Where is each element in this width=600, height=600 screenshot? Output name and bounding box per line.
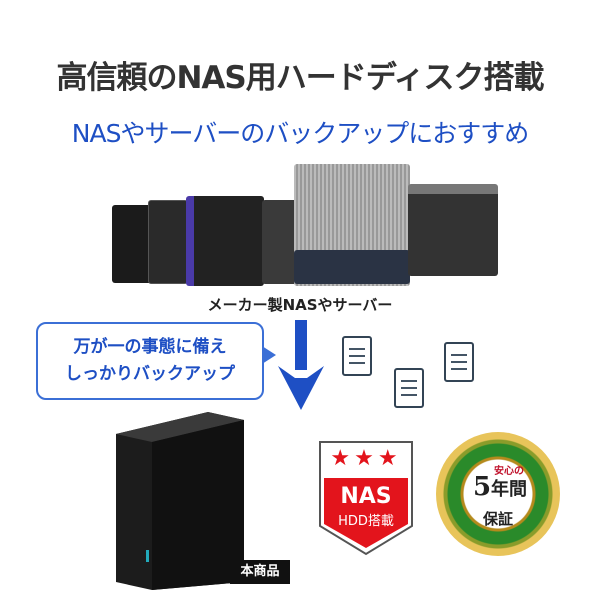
- document-icon: [394, 368, 424, 408]
- document-icon: [444, 342, 474, 382]
- page-title: 高信頼のNAS用ハードディスク搭載: [56, 60, 544, 96]
- nas-badge-main: NAS: [340, 484, 392, 509]
- star-icons: ★★★: [330, 446, 402, 471]
- device-caption: メーカー製NASやサーバー: [207, 296, 393, 314]
- document-icon: [342, 336, 372, 376]
- warranty-year-label: 年間: [491, 479, 528, 500]
- nas-hdd-badge: ★★★ NAS HDD搭載: [318, 440, 414, 556]
- product-hdd-image: [116, 412, 244, 590]
- warranty-bottom: 保証: [482, 510, 513, 528]
- warranty-number: 5: [472, 472, 492, 502]
- bubble-line-1: 万が一の事態に備え: [73, 337, 227, 357]
- bubble-line-2: しっかりバックアップ: [65, 364, 235, 384]
- subtitle: NASやサーバーのバックアップにおすすめ: [71, 119, 529, 148]
- nas-badge-sub: HDD搭載: [338, 514, 394, 529]
- warranty-years: 5年間: [436, 472, 560, 502]
- this-product-label: 本商品: [230, 560, 290, 584]
- down-arrow-icon: [278, 320, 324, 410]
- speech-bubble: 万が一の事態に備え しっかりバックアップ: [36, 322, 276, 400]
- warranty-top: 安心の: [494, 466, 524, 477]
- warranty-badge: 安心の 5年間 保証: [436, 432, 560, 556]
